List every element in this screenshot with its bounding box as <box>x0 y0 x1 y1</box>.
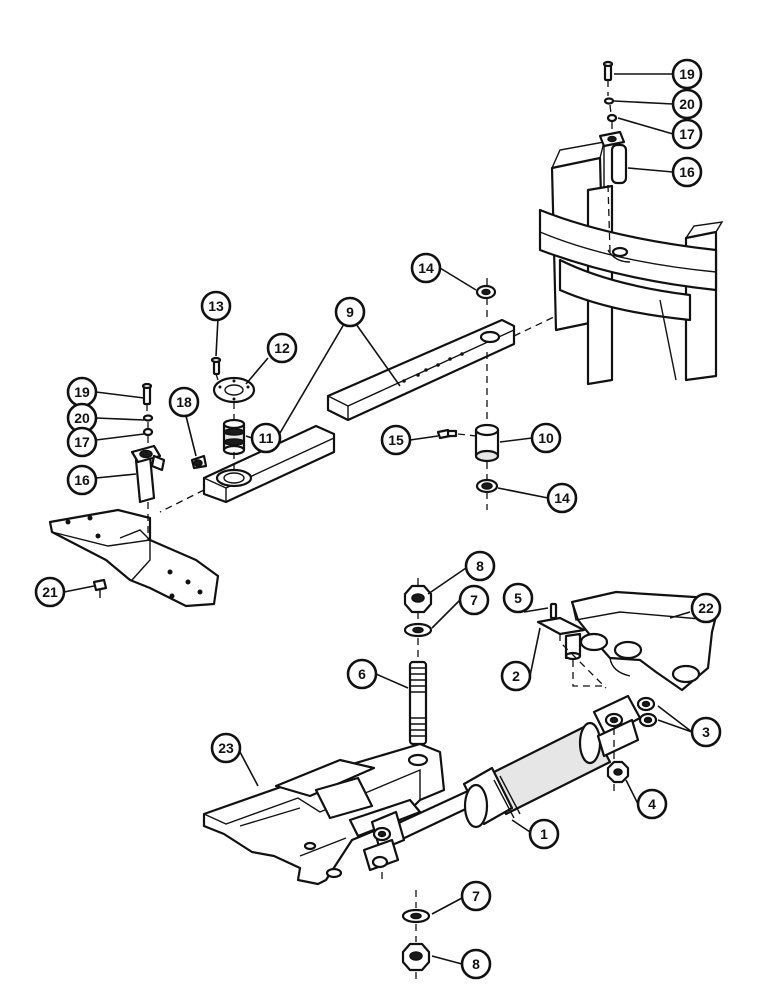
washer-7-bottom <box>401 908 431 924</box>
callout-9: 9 <box>334 296 366 328</box>
svg-text:16: 16 <box>679 164 695 180</box>
callout-17-left: 17 <box>66 426 98 458</box>
fitting-18 <box>190 454 208 470</box>
svg-text:16: 16 <box>74 472 90 488</box>
callout-1: 1 <box>528 818 560 850</box>
washer-7-top <box>403 622 433 638</box>
svg-text:21: 21 <box>42 584 58 600</box>
callout-16-upper: 16 <box>671 156 703 188</box>
svg-text:20: 20 <box>74 410 90 426</box>
svg-text:17: 17 <box>74 434 90 450</box>
svg-text:17: 17 <box>679 126 695 142</box>
pin-5 <box>549 602 558 620</box>
svg-text:19: 19 <box>679 66 695 82</box>
washer-14-bottom <box>475 478 499 494</box>
callout-14-bottom: 14 <box>546 482 578 514</box>
callout-6: 6 <box>346 658 378 690</box>
svg-text:14: 14 <box>418 260 434 276</box>
svg-text:5: 5 <box>514 590 522 606</box>
bracket-2 <box>536 616 586 661</box>
boom-beam-right <box>326 318 516 422</box>
callout-13: 13 <box>200 290 232 322</box>
svg-text:22: 22 <box>698 600 714 616</box>
left-hardware-19-20-17 <box>141 382 154 437</box>
svg-text:9: 9 <box>346 304 354 320</box>
svg-text:7: 7 <box>470 592 478 608</box>
svg-text:11: 11 <box>259 430 274 446</box>
svg-text:23: 23 <box>218 740 234 756</box>
svg-text:8: 8 <box>472 956 480 972</box>
grease-fitting-15 <box>436 428 458 440</box>
callout-20-left: 20 <box>66 402 98 434</box>
svg-text:14: 14 <box>554 490 570 506</box>
callout-2: 2 <box>500 660 532 692</box>
stud-6 <box>408 660 428 746</box>
svg-text:1: 1 <box>540 826 548 842</box>
left-mount-bracket <box>48 508 220 608</box>
callout-21: 21 <box>34 576 66 608</box>
callout-16-left: 16 <box>66 464 98 496</box>
nut-8-bottom <box>401 942 431 972</box>
svg-text:18: 18 <box>176 394 192 410</box>
callout-12: 12 <box>266 332 298 364</box>
frame-posts-assembly <box>538 141 724 386</box>
cylinder-mount-22 <box>570 590 718 692</box>
callout-5: 5 <box>502 582 534 614</box>
upper-hardware-19-20-17 <box>602 60 618 123</box>
svg-text:3: 3 <box>702 724 710 740</box>
nut-4 <box>606 760 630 784</box>
svg-text:6: 6 <box>358 666 366 682</box>
nuts-3 <box>636 696 658 728</box>
callout-19-left: 19 <box>66 376 98 408</box>
leader-lines <box>63 73 693 965</box>
callout-4: 4 <box>636 788 668 820</box>
svg-text:8: 8 <box>476 558 484 574</box>
svg-text:19: 19 <box>74 384 90 400</box>
bushing-11 <box>222 418 246 456</box>
callout-22: 22 <box>690 592 722 624</box>
svg-text:2: 2 <box>512 668 520 684</box>
callout-7-top: 7 <box>458 584 490 616</box>
callout-10: 10 <box>530 422 562 454</box>
callout-18: 18 <box>168 386 200 418</box>
callout-14-top: 14 <box>410 252 442 284</box>
base-frame-23 <box>202 742 446 886</box>
svg-text:7: 7 <box>472 888 480 904</box>
upper-pin-16 <box>598 130 628 185</box>
callout-8-top: 8 <box>464 550 496 582</box>
hydraulic-cylinder-1 <box>362 694 642 872</box>
callout-20-upper: 20 <box>671 88 703 120</box>
boom-beam-left <box>202 424 336 504</box>
callout-7-bottom: 7 <box>460 880 492 912</box>
callout-19-upper: 19 <box>671 58 703 90</box>
fitting-21 <box>92 578 108 598</box>
callout-23: 23 <box>210 732 242 764</box>
callout-3: 3 <box>690 716 722 748</box>
bushing-10 <box>474 423 500 463</box>
svg-text:15: 15 <box>388 432 404 448</box>
callout-11: 11 <box>250 422 282 454</box>
callout-15: 15 <box>380 424 412 456</box>
callout-17-upper: 17 <box>671 118 703 150</box>
svg-text:4: 4 <box>648 796 656 812</box>
nut-8-top <box>403 584 433 614</box>
left-pin-16 <box>130 444 166 504</box>
callout-8-bottom: 8 <box>460 948 492 980</box>
svg-text:13: 13 <box>208 298 224 314</box>
svg-text:12: 12 <box>274 340 290 356</box>
svg-text:10: 10 <box>538 430 554 446</box>
washer-14-top <box>475 284 497 300</box>
svg-text:20: 20 <box>679 96 695 112</box>
bolt-13 <box>210 356 222 376</box>
